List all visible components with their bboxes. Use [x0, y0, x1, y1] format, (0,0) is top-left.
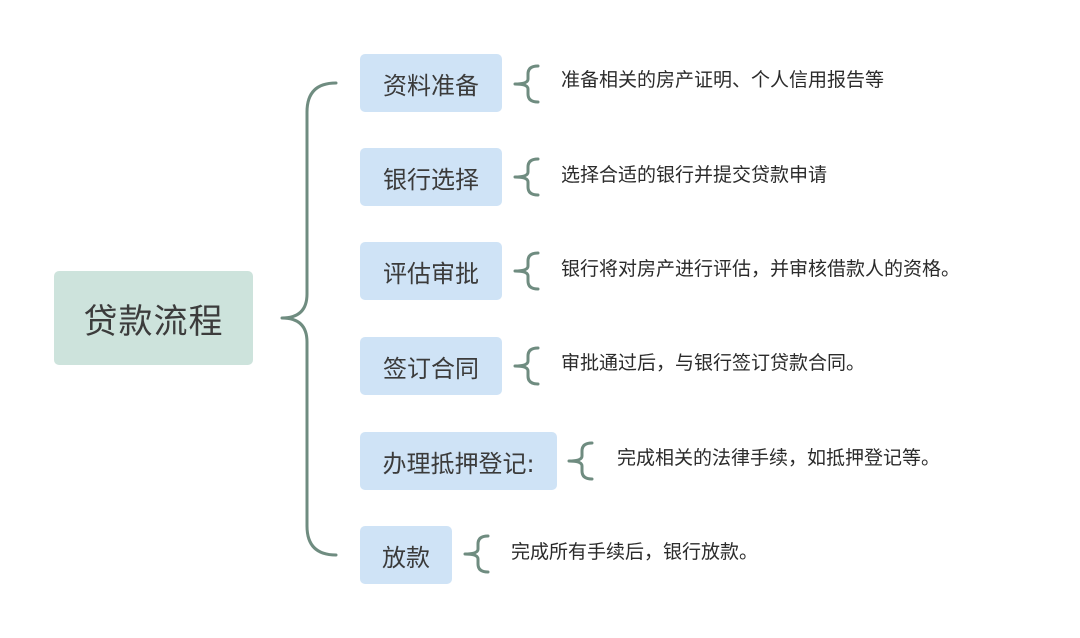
- step-description-1: 准备相关的房产证明、个人信用报告等: [561, 69, 885, 91]
- brace-step-5: [567, 441, 594, 481]
- step-label: 银行选择: [383, 165, 479, 194]
- step-node-5[interactable]: 办理抵押登记:: [360, 432, 557, 490]
- step-node-6[interactable]: 放款: [360, 526, 452, 584]
- step-label: 评估审批: [383, 259, 479, 288]
- brace-step-3: [513, 251, 540, 291]
- step-label: 办理抵押登记:: [382, 449, 535, 478]
- root-topic-label: 贷款流程: [83, 301, 224, 342]
- step-description-2: 选择合适的银行并提交贷款申请: [561, 164, 828, 186]
- step-description-6: 完成所有手续后，银行放款。: [511, 541, 759, 563]
- step-description-5: 完成相关的法律手续，如抵押登记等。: [617, 447, 941, 469]
- main-bracket: [280, 81, 338, 557]
- brace-step-1: [513, 64, 540, 104]
- root-topic-node[interactable]: 贷款流程: [54, 271, 253, 365]
- step-description-4: 审批通过后，与银行签订贷款合同。: [561, 352, 866, 374]
- brace-step-2: [513, 157, 540, 197]
- brace-step-4: [513, 346, 540, 386]
- step-node-1[interactable]: 资料准备: [360, 54, 502, 112]
- step-description-3: 银行将对房产进行评估，并审核借款人的资格。: [561, 258, 961, 280]
- brace-step-6: [463, 534, 490, 574]
- step-label: 签订合同: [383, 354, 479, 383]
- step-label: 资料准备: [383, 71, 479, 100]
- step-node-2[interactable]: 银行选择: [360, 148, 502, 206]
- step-node-3[interactable]: 评估审批: [360, 242, 502, 300]
- step-node-4[interactable]: 签订合同: [360, 337, 502, 395]
- step-label: 放款: [382, 543, 430, 572]
